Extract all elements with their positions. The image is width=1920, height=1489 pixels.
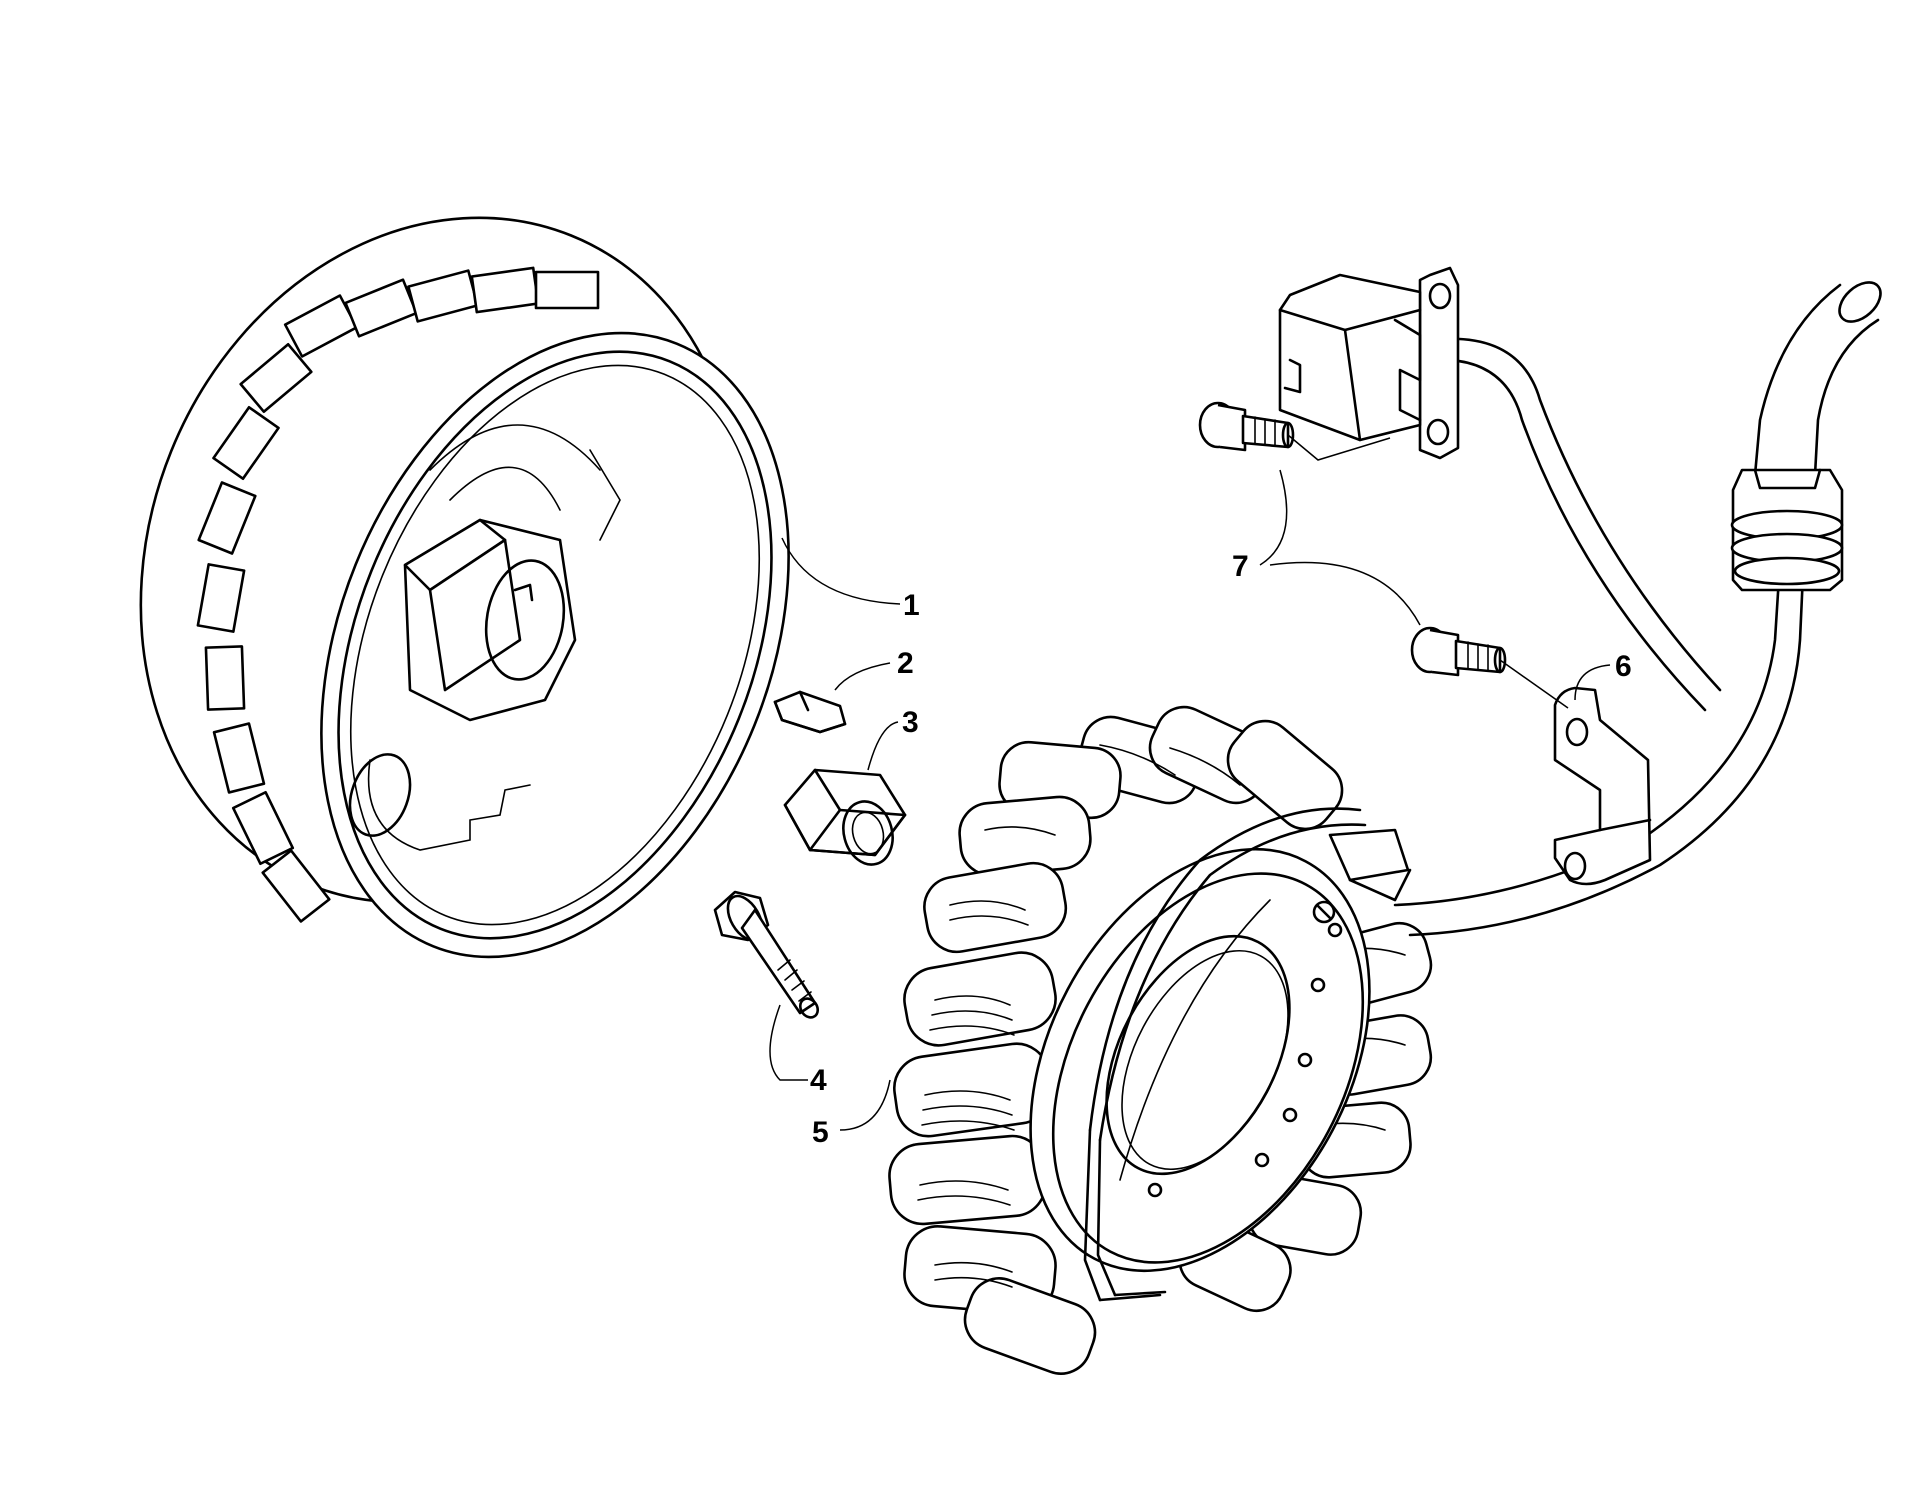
wire-harness[interactable] <box>1393 275 1888 937</box>
flange-bolt[interactable] <box>713 890 821 1021</box>
leader-5 <box>839 1079 891 1131</box>
woodruff-key[interactable] <box>773 690 847 734</box>
leader-3 <box>867 721 899 771</box>
hex-nut[interactable] <box>783 768 907 870</box>
leader-6 <box>1574 664 1611 701</box>
screw-lower-guide <box>1499 659 1569 709</box>
stator[interactable] <box>887 698 1438 1382</box>
leader-1 <box>781 537 901 605</box>
leader-7b <box>1269 561 1421 626</box>
pickup-connector[interactable] <box>1278 266 1460 460</box>
leader-2 <box>834 662 891 691</box>
bolt-thread <box>777 959 812 1002</box>
cable-grommet <box>1730 468 1844 592</box>
flywheel[interactable] <box>40 127 876 1027</box>
screw-upper[interactable] <box>1198 401 1295 452</box>
flywheel-teeth <box>196 266 600 923</box>
leader-7a <box>1259 469 1288 566</box>
callout-7: 7 <box>1232 550 1249 583</box>
callout-1: 1 <box>903 589 920 622</box>
callout-6: 6 <box>1615 650 1632 683</box>
callout-3: 3 <box>902 706 919 739</box>
flywheel-hub <box>348 518 577 837</box>
callout-2: 2 <box>897 647 914 680</box>
callout-5: 5 <box>812 1116 829 1149</box>
screw-lower[interactable] <box>1410 626 1507 677</box>
stator-mount-holes <box>1147 922 1343 1198</box>
screw-upper-guide <box>1287 434 1391 461</box>
callout-4: 4 <box>810 1064 827 1097</box>
leader-4 <box>769 1004 808 1081</box>
cable-clamp[interactable] <box>1553 686 1652 886</box>
